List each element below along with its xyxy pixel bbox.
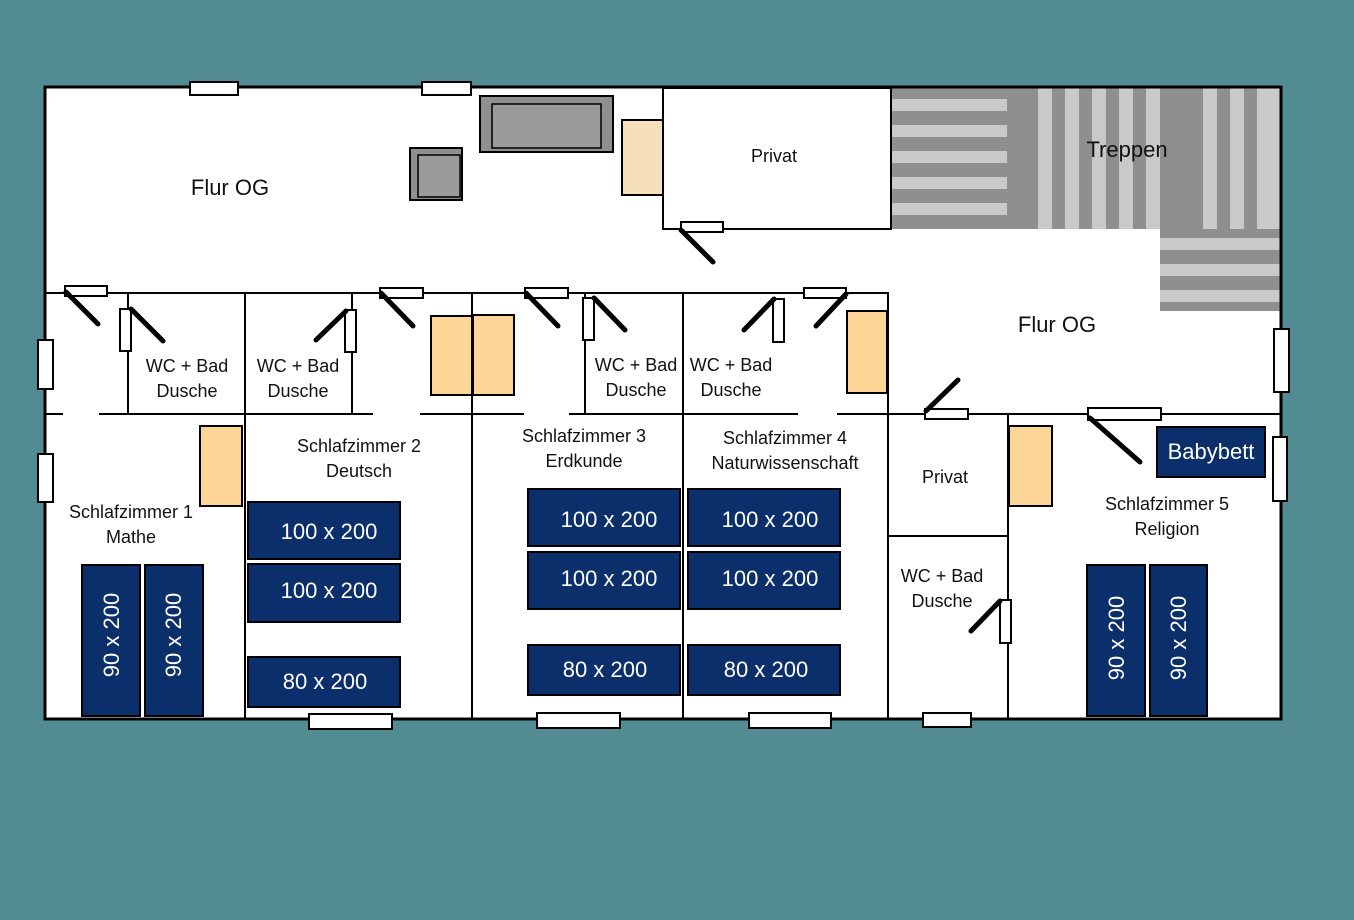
babybett: Babybett	[1156, 426, 1266, 478]
wardrobe-bedroom-3	[472, 314, 515, 396]
bed-size-label: 100 x 200	[561, 566, 658, 591]
bed-size-label: 100 x 200	[281, 519, 378, 544]
room-label-bedroom-2: Schlafzimmer 2	[297, 436, 421, 456]
wardrobe-bedroom-2	[430, 315, 474, 396]
stairs	[891, 87, 1281, 311]
room-label-bedroom-4: Naturwissenschaft	[711, 453, 858, 473]
bed	[247, 656, 401, 708]
room-label-bedroom-5: Religion	[1134, 519, 1199, 539]
room-label-bath-1: WC + Bad	[146, 356, 229, 376]
bed	[1149, 564, 1208, 717]
doors	[63, 221, 1162, 644]
room-label-bath-2: Dusche	[267, 381, 328, 401]
room-label-bedroom-3: Erdkunde	[545, 451, 622, 471]
bed	[527, 551, 681, 610]
wardrobe-bedroom-5	[1008, 425, 1053, 507]
bed-size-label: 100 x 200	[281, 578, 378, 603]
room-label-treppen: Treppen	[1086, 137, 1167, 162]
armchair	[409, 147, 463, 201]
wardrobe-bedroom-1	[199, 425, 243, 507]
bed	[144, 564, 204, 717]
bed	[687, 488, 841, 547]
sofa	[479, 95, 614, 153]
bed	[687, 551, 841, 610]
room-label-bath-3: Dusche	[605, 380, 666, 400]
bed-group-bedroom-3: 100 x 200 100 x 200 80 x 200	[527, 488, 681, 696]
room-label-bath-5: Dusche	[911, 591, 972, 611]
bed-size-label: 80 x 200	[283, 669, 367, 694]
bed-size-label: 80 x 200	[724, 657, 808, 682]
wardrobe-hall	[621, 119, 664, 196]
room-label-bath-5: WC + Bad	[901, 566, 984, 586]
bed	[247, 501, 401, 560]
babybett-label: Babybett	[1168, 439, 1255, 464]
room-label-bedroom-1: Schlafzimmer 1	[69, 502, 193, 522]
bed	[687, 644, 841, 696]
bed-group-bedroom-2: 100 x 200 100 x 200 80 x 200	[247, 501, 401, 708]
bed	[81, 564, 141, 717]
bed	[247, 563, 401, 623]
room-label-flur-og-right: Flur OG	[1018, 312, 1096, 337]
room-label-privat-bottom: Privat	[922, 467, 968, 487]
room-label-bath-3: WC + Bad	[595, 355, 678, 375]
bed-group-bedroom-5: 90 x 200 90 x 200	[1086, 564, 1208, 717]
room-label-bath-1: Dusche	[156, 381, 217, 401]
room-label-bath-4: Dusche	[700, 380, 761, 400]
bed-group-bedroom-4: 100 x 200 100 x 200 80 x 200	[687, 488, 841, 696]
bed-size-label: 90 x 200	[1104, 596, 1129, 680]
bed	[527, 488, 681, 547]
room-label-bedroom-5: Schlafzimmer 5	[1105, 494, 1229, 514]
bed	[527, 644, 681, 696]
room-label-bedroom-3: Schlafzimmer 3	[522, 426, 646, 446]
bed-size-label: 90 x 200	[99, 593, 124, 677]
room-label-bath-2: WC + Bad	[257, 356, 340, 376]
bed-size-label: 90 x 200	[161, 593, 186, 677]
wardrobe-bedroom-4	[846, 310, 888, 394]
bed	[1086, 564, 1146, 717]
bed-size-label: 100 x 200	[561, 507, 658, 532]
bed-size-label: 100 x 200	[722, 566, 819, 591]
bed-size-label: 80 x 200	[563, 657, 647, 682]
windows	[37, 81, 1290, 730]
room-label-bedroom-2: Deutsch	[326, 461, 392, 481]
room-label-bath-4: WC + Bad	[690, 355, 773, 375]
bed-size-label: 100 x 200	[722, 507, 819, 532]
room-label-flur-og-top: Flur OG	[191, 175, 269, 200]
bed-group-bedroom-1: 90 x 200 90 x 200	[81, 564, 204, 717]
room-label-bedroom-1: Mathe	[106, 527, 156, 547]
room-label-bedroom-4: Schlafzimmer 4	[723, 428, 847, 448]
room-label-privat-top: Privat	[751, 146, 797, 166]
bed-size-label: 90 x 200	[1166, 596, 1191, 680]
